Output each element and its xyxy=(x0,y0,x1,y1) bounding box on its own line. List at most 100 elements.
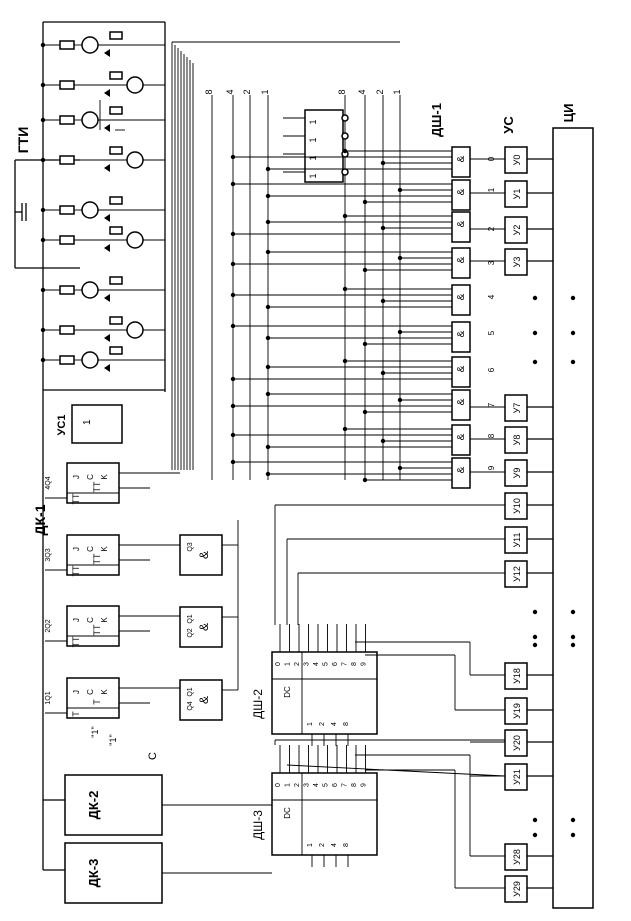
dk3-box xyxy=(64,842,163,904)
junction-dot xyxy=(230,261,236,267)
and-symbol: & xyxy=(197,696,211,704)
resistor xyxy=(109,346,123,355)
resistor xyxy=(59,325,75,335)
and-symbol: & xyxy=(456,365,467,372)
resistor xyxy=(59,40,75,50)
dsh2-box xyxy=(271,651,378,735)
ff-type-label: Т xyxy=(71,711,81,717)
us-cell xyxy=(504,763,528,791)
resistor xyxy=(109,31,123,40)
ff-pin-label: J xyxy=(72,547,81,551)
one-input-label: "1" xyxy=(108,734,118,745)
us-cell xyxy=(504,248,528,276)
ellipsis-dot xyxy=(532,634,538,640)
output-pin-label: 2 xyxy=(294,662,301,666)
diode-symbol xyxy=(104,364,110,372)
input-pin-label: 2 xyxy=(319,843,326,847)
dsh1-and-gate xyxy=(451,284,471,316)
dsh1-and-gate xyxy=(451,179,471,211)
junction-dot xyxy=(362,267,368,273)
resistor xyxy=(109,196,123,205)
ellipsis-dot xyxy=(570,642,576,648)
dk3-title: ДК-3 xyxy=(86,859,101,888)
gate-number: 5 xyxy=(487,330,496,335)
output-pin-label: 6 xyxy=(332,662,339,666)
us-cell-label: У21 xyxy=(512,769,522,785)
gate-number: 6 xyxy=(487,367,496,372)
junction-dot xyxy=(230,231,236,237)
ellipsis-dot xyxy=(570,634,576,640)
dsh1-and-gate xyxy=(451,211,471,243)
and-gate xyxy=(179,679,223,721)
us-cell xyxy=(504,875,528,903)
ellipsis-dot xyxy=(570,295,576,301)
dsh1-and-gate xyxy=(451,457,471,489)
diode-symbol xyxy=(104,294,110,302)
junction-dot xyxy=(362,477,368,483)
us-cell xyxy=(504,697,528,725)
us-cell-label: У29 xyxy=(512,881,522,897)
inverter-label: 1 xyxy=(308,155,318,160)
transistor-symbol xyxy=(126,321,144,339)
dsh1-input-label: 8 xyxy=(204,89,214,94)
ff-type-label: ТТ xyxy=(71,636,81,647)
junction-dot xyxy=(342,286,348,292)
ci-box xyxy=(552,127,594,909)
dsh1-and-gate xyxy=(451,146,471,178)
output-pin-label: 7 xyxy=(342,662,349,666)
us1-label: УС1 xyxy=(56,415,68,436)
junction-dot xyxy=(265,391,271,397)
ff-pin-label: K xyxy=(100,617,109,623)
ff-pin-label: K xyxy=(100,474,109,480)
dsh1-and-gate xyxy=(451,389,471,421)
us-cell xyxy=(504,526,528,554)
input-pin-label: 4 xyxy=(331,722,338,726)
resistor xyxy=(109,71,123,80)
and-symbol: & xyxy=(197,551,211,559)
us-cell xyxy=(504,394,528,422)
dsh3-title: ДШ-3 xyxy=(251,810,265,840)
junction-dot xyxy=(362,409,368,415)
us-cell xyxy=(504,180,528,208)
junction-dot xyxy=(230,292,236,298)
dc-label: DC xyxy=(283,686,292,698)
output-pin-label: 3 xyxy=(304,662,311,666)
dsh1-and-gate xyxy=(451,247,471,279)
us-cell-label: У3 xyxy=(512,257,522,268)
junction-dot xyxy=(362,199,368,205)
junction-dot xyxy=(230,181,236,187)
diode-symbol xyxy=(104,89,110,97)
junction-dot xyxy=(342,426,348,432)
ff-pin-label: K xyxy=(100,689,109,695)
diode-symbol xyxy=(104,164,110,172)
junction-dot xyxy=(40,117,46,123)
ff-pin-label: C xyxy=(86,689,95,695)
ellipsis-dot xyxy=(532,359,538,365)
ff-type-label: Т xyxy=(92,699,102,705)
us-cell xyxy=(504,459,528,487)
ellipsis-dot xyxy=(570,330,576,336)
resistor xyxy=(59,205,75,215)
us-cell xyxy=(504,662,528,690)
dsh1-and-gate xyxy=(451,321,471,353)
and-symbol: & xyxy=(456,155,467,162)
dsh1-input-label: 2 xyxy=(375,89,385,94)
ci-title: ЦИ xyxy=(561,104,576,123)
ff-type-label: ТТ xyxy=(92,481,102,492)
junction-dot xyxy=(265,193,271,199)
and-input-label: Q4 xyxy=(187,701,194,710)
junction-dot xyxy=(380,160,386,166)
junction-dot xyxy=(40,82,46,88)
and-symbol: & xyxy=(197,623,211,631)
resistor xyxy=(109,106,123,115)
gate-number: 8 xyxy=(487,433,496,438)
jk-flipflop xyxy=(66,462,120,504)
ellipsis-dot xyxy=(532,817,538,823)
and-symbol: & xyxy=(456,398,467,405)
us-cell-label: У28 xyxy=(512,849,522,865)
resistor xyxy=(109,316,123,325)
junction-dot xyxy=(397,255,403,261)
